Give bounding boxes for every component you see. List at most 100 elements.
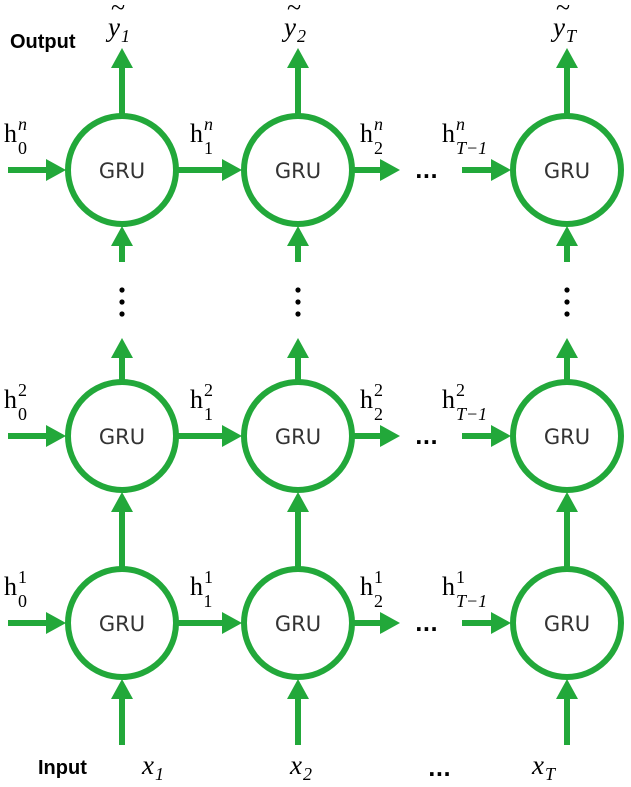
h0-arrow-row2 <box>8 612 66 634</box>
into-layern-arrow-3-head <box>556 226 578 246</box>
hT-arrow-row1-head <box>491 425 511 447</box>
gru-circle <box>241 566 355 680</box>
layer2-up-arrow-3-head <box>556 338 578 358</box>
output-label-3: yT <box>550 12 578 46</box>
output-arrow-1 <box>111 48 133 116</box>
gru-label: GRU <box>275 425 321 449</box>
gru-circle <box>241 113 355 227</box>
gru-circle <box>510 379 624 493</box>
dot <box>119 299 125 305</box>
hT-arrow-row2 <box>462 612 511 634</box>
layer1-to-layer2-arrow-3-head <box>556 492 578 512</box>
input-ellipsis: ... <box>428 757 451 781</box>
gru-nodes: GRU GRU GRU GRU GRU GRU GRU GRU GRU <box>65 113 624 680</box>
h2-arrow-row2-head <box>380 612 400 634</box>
gru-label: GRU <box>544 159 590 183</box>
gru-node: GRU <box>65 566 179 680</box>
gru-label: GRU <box>544 612 590 636</box>
layer2-up-arrow-2 <box>287 338 309 382</box>
input-arrow-3 <box>556 679 578 745</box>
gru-label: GRU <box>99 159 145 183</box>
input-label-2: x2 <box>289 750 312 784</box>
layer2-up-arrow-1 <box>111 338 133 382</box>
input-title: Input <box>38 757 87 779</box>
output-label-2: y2 <box>281 12 306 46</box>
h2-arrow-row2 <box>352 612 400 634</box>
hT-arrow-row2-head <box>491 612 511 634</box>
ellipsis: ... <box>415 159 438 183</box>
h0-arrow-row1 <box>8 425 66 447</box>
layer2-up-arrow-2-head <box>287 338 309 358</box>
gru-node: GRU <box>510 566 624 680</box>
gru-label: GRU <box>275 612 321 636</box>
dot <box>295 299 301 305</box>
hT-arrow-row0-head <box>491 159 511 181</box>
arrows <box>8 48 578 745</box>
input-arrow-2 <box>287 679 309 745</box>
vertical-ellipsis <box>564 287 570 317</box>
layer1-to-layer2-arrow-2-head <box>287 492 309 512</box>
gru-node: GRU <box>510 379 624 493</box>
tilde-mark: ~ <box>556 0 570 22</box>
into-layern-arrow-2 <box>287 226 309 262</box>
gru-circle <box>510 113 624 227</box>
dot <box>295 311 301 317</box>
gru-node: GRU <box>510 113 624 227</box>
vertical-ellipsis <box>119 287 125 317</box>
h0-arrow-row0-head <box>46 159 66 181</box>
tilde-mark: ~ <box>111 0 125 22</box>
gru-circle <box>510 566 624 680</box>
h1-arrow-row2 <box>176 612 242 634</box>
h2-arrow-row1 <box>352 425 400 447</box>
output-arrow-2 <box>287 48 309 116</box>
h0-arrow-row1-head <box>46 425 66 447</box>
h1-arrow-row2-head <box>222 612 242 634</box>
ellipsis: ... <box>415 425 438 449</box>
hT-arrow-row0 <box>462 159 511 181</box>
gru-label: GRU <box>544 425 590 449</box>
dot <box>564 287 570 293</box>
gru-label: GRU <box>275 159 321 183</box>
gru-circle <box>241 379 355 493</box>
layer2-up-arrow-3 <box>556 338 578 382</box>
h1-arrow-row0-head <box>222 159 242 181</box>
gru-node: GRU <box>65 113 179 227</box>
gru-node: GRU <box>241 113 355 227</box>
gru-circle <box>65 379 179 493</box>
dot <box>564 311 570 317</box>
tilde-mark: ~ <box>287 0 301 22</box>
input-arrow-2-head <box>287 679 309 699</box>
h1-arrow-row0 <box>176 159 242 181</box>
h1-arrow-row1-head <box>222 425 242 447</box>
input-label-3: xT <box>531 750 557 784</box>
output-arrow-3 <box>556 48 578 116</box>
into-layern-arrow-2-head <box>287 226 309 246</box>
input-arrow-1 <box>111 679 133 745</box>
h0-arrow-row0 <box>8 159 66 181</box>
dot <box>119 287 125 293</box>
into-layern-arrow-1-head <box>111 226 133 246</box>
h0-arrow-row2-head <box>46 612 66 634</box>
layer1-to-layer2-arrow-1 <box>111 492 133 569</box>
h2-arrow-row1-head <box>380 425 400 447</box>
dot <box>295 287 301 293</box>
output-label-1: y1 <box>105 12 130 46</box>
into-layern-arrow-1 <box>111 226 133 262</box>
gru-circle <box>65 113 179 227</box>
h2-arrow-row0-head <box>380 159 400 181</box>
gru-node: GRU <box>241 566 355 680</box>
layer1-to-layer2-arrow-2 <box>287 492 309 569</box>
gru-node: GRU <box>65 379 179 493</box>
vertical-ellipsis <box>295 287 301 317</box>
